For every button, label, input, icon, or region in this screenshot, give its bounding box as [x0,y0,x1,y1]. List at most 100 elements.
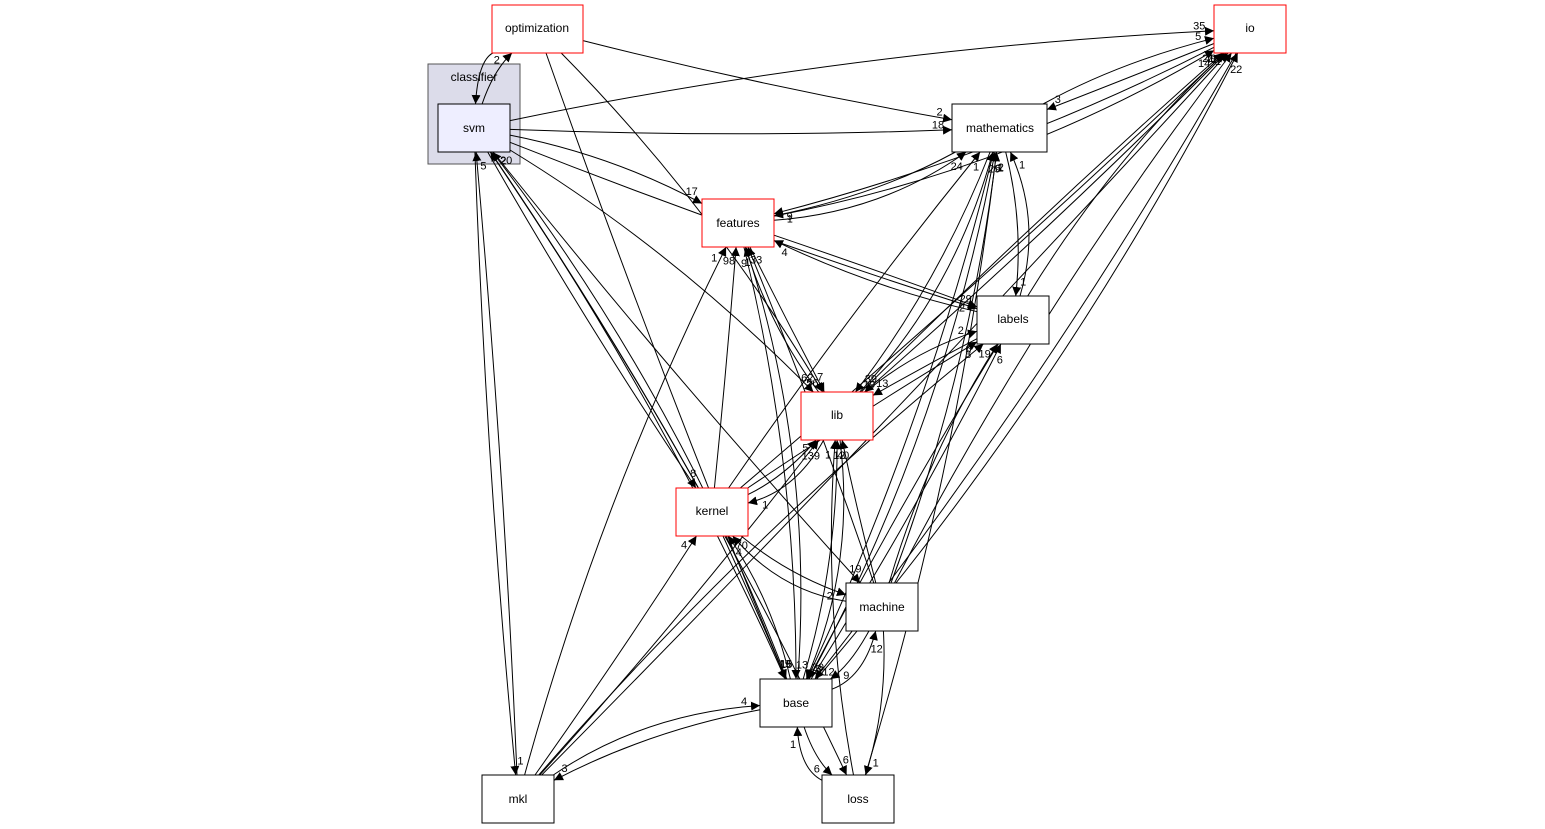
edge-label-kernel-to-mathematics[interactable]: 1 [973,162,979,174]
edge-label-base-to-loss[interactable]: 6 [814,764,820,776]
edge-label-svm-to-labels[interactable]: 29 [960,294,972,306]
edge-label-machine-to-lib[interactable]: 12 [833,450,845,462]
edge-label-kernel-to-labels[interactable]: 3 [965,349,971,361]
edge-mathematics-to-labels[interactable] [1005,151,1022,297]
edge-label-mkl-to-labels[interactable]: 6 [965,344,971,356]
edge-label-base-to-machine[interactable]: 12 [871,644,883,656]
edge-label-loss-to-lib[interactable]: 1 [825,449,831,461]
node-base[interactable]: base [759,678,833,728]
edge-machine-to-base[interactable] [830,630,870,680]
edge-label-mathematics-to-features[interactable]: 1 [787,214,793,226]
edge-optimization-to-lib[interactable] [560,52,824,393]
edge-loss-to-lib[interactable] [830,439,854,776]
edge-label-features-to-base[interactable]: 13 [796,659,808,671]
edge-lib-to-io[interactable] [860,52,1224,393]
edge-mkl-to-kernel[interactable] [534,535,697,776]
edge-label-lib-to-mathematics[interactable]: 29 [988,163,1000,175]
edge-svm-to-io[interactable] [509,26,1215,122]
edge-label-lib-to-labels[interactable]: 2 [958,325,964,337]
node-features[interactable]: features [701,198,775,248]
edge-label-mathematics-to-io[interactable]: 5 [1195,31,1201,43]
edge-label-svm-to-mkl[interactable]: 1 [517,756,523,768]
edge-label-base-to-svm[interactable]: 20 [500,155,512,167]
node-machine[interactable]: machine [845,582,919,632]
edge-label-kernel-to-io[interactable]: 49 [1204,53,1216,65]
edge-base-to-features[interactable] [744,246,802,680]
node-svm[interactable]: svm [437,103,511,153]
edge-mathematics-to-io[interactable] [1042,36,1215,105]
edge-label-lib-to-io[interactable]: 21 [1202,53,1214,65]
edge-loss-to-base[interactable] [793,726,823,781]
edge-label-kernel-to-svm[interactable]: 2 [500,155,506,167]
edge-mathematics-to-features[interactable] [773,151,956,219]
edge-label-mkl-to-base[interactable]: 4 [741,696,747,708]
edge-kernel-to-machine[interactable] [740,535,847,597]
edge-label-svm-to-machine[interactable]: 19 [849,564,861,576]
edge-features-to-labels[interactable] [773,234,978,308]
edge-label-svm-to-kernel[interactable]: 8 [690,468,696,480]
edge-features-to-base[interactable] [743,246,801,680]
edge-labels-to-lib[interactable] [872,338,978,396]
edge-label-io-to-mathematics[interactable]: 3 [1055,94,1061,106]
edge-label-svm-to-features[interactable]: 17 [686,186,698,198]
edge-io-to-lib[interactable] [864,52,1227,393]
edge-label-mkl-to-features[interactable]: 1 [711,252,717,264]
edge-kernel-to-mathematics[interactable] [728,151,981,489]
edge-label-lib-to-base[interactable]: 30 [812,662,824,674]
edge-label-mkl-to-kernel[interactable]: 4 [681,539,687,551]
edge-label-mathematics-to-lib[interactable]: 19 [863,379,875,391]
node-optimization[interactable]: optimization [491,4,584,54]
edge-label-io-to-lib[interactable]: 39 [865,373,877,385]
edge-machine-to-io[interactable] [894,52,1232,584]
edge-label-labels-to-base[interactable]: 2 [817,665,823,677]
edge-label-labels-to-lib[interactable]: 13 [876,378,888,390]
edge-label-machine-to-kernel[interactable]: 4 [736,547,742,559]
edge-label-base-to-mkl[interactable]: 3 [561,763,567,775]
edge-label-optimization-to-lib[interactable]: 7 [817,371,823,383]
edge-label-features-to-mathematics[interactable]: 24 [951,161,963,173]
node-mkl[interactable]: mkl [481,774,555,824]
edge-mkl-to-features[interactable] [524,246,727,776]
edge-label-kernel-to-machine[interactable]: 2 [827,590,833,602]
edge-label-labels-to-mathematics[interactable]: 1 [1019,159,1025,171]
edge-base-to-svm[interactable] [492,151,788,680]
edge-label-base-to-mathematics[interactable]: 6 [995,163,1001,175]
edge-base-to-labels[interactable] [810,343,1002,680]
edge-label-svm-to-optimization[interactable]: 2 [494,54,500,66]
edge-label-base-to-features[interactable]: 33 [750,255,762,267]
edge-kernel-to-svm[interactable] [489,151,699,489]
edge-mkl-to-base[interactable] [553,701,761,776]
edge-label-loss-to-mathematics[interactable]: 2 [998,162,1004,174]
edge-features-to-lib[interactable] [749,246,825,393]
edge-label-mkl-to-lib[interactable]: 5 [802,442,808,454]
edge-optimization-to-svm[interactable] [471,52,494,105]
edge-label-machine-to-features[interactable]: 1 [745,257,751,269]
edge-label-io-to-features[interactable]: 9 [787,211,793,223]
edge-label-svm-to-mathematics[interactable]: 18 [932,119,944,131]
edge-mathematics-to-lib[interactable] [855,151,991,393]
edge-label-machine-to-labels[interactable]: 19 [978,348,990,360]
edge-lib-to-labels[interactable] [865,329,978,393]
edge-svm-to-features[interactable] [509,134,703,204]
edge-optimization-to-base[interactable] [545,52,787,680]
node-labels[interactable]: labels [976,295,1050,345]
edge-label-base-to-labels[interactable]: 6 [997,355,1003,367]
edge-lib-to-base[interactable] [805,439,845,680]
edge-label-mathematics-to-base[interactable]: 3 [816,663,822,675]
edge-label-base-to-lib[interactable]: 40 [837,450,849,462]
edge-mkl-to-lib[interactable] [539,439,819,776]
edge-label-mkl-to-io[interactable]: 1 [1211,54,1217,66]
edge-svm-to-machine[interactable] [492,151,861,584]
edge-machine-to-kernel[interactable] [732,535,847,602]
edge-label-features-to-labels[interactable]: 2 [959,303,965,315]
edge-svm-to-lib[interactable] [509,149,814,393]
edge-base-to-mathematics[interactable] [808,151,998,680]
edge-svm-to-kernel[interactable] [487,151,697,489]
edge-label-optimization-to-base[interactable]: 15 [780,659,792,671]
edge-label-optimization-to-mathematics[interactable]: 2 [936,106,942,118]
edge-base-to-kernel[interactable] [727,535,791,680]
edge-io-to-mathematics[interactable] [1046,43,1215,111]
edge-label-features-to-io[interactable]: 14 [1198,58,1210,70]
edge-base-to-machine[interactable] [831,630,878,690]
edge-label-labels-to-io[interactable]: 7 [1207,54,1213,66]
